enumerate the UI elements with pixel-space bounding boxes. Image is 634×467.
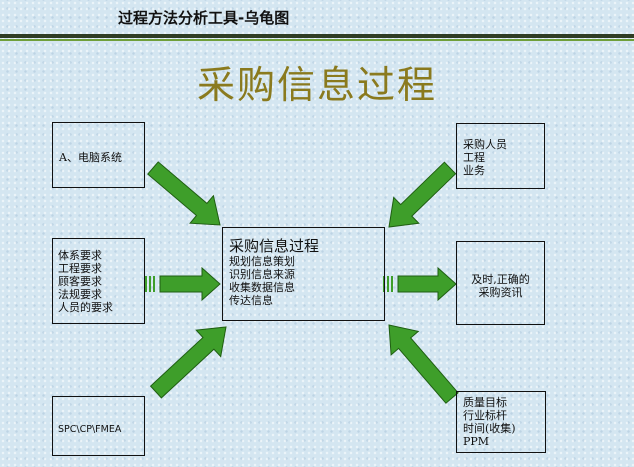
personnel-line: 采购人员 [463, 138, 507, 151]
personnel-line: 业务 [463, 164, 485, 177]
method-line: SPC\CP\FMEA [58, 424, 122, 435]
personnel-line: 工程 [463, 151, 485, 164]
process-step: 规划信息策划 [229, 255, 295, 268]
header-title: 过程方法分析工具-乌龟图 [118, 9, 290, 27]
requirement-line: 工程要求 [58, 262, 102, 275]
requirement-line: 体系要求 [58, 249, 102, 262]
output-line: 及时,正确的 [471, 273, 530, 286]
process-step: 传达信息 [229, 294, 273, 307]
requirement-line: 顾客要求 [58, 275, 102, 288]
measure-line: 时间(收集) [463, 422, 516, 435]
arrow-from-left-bottom [149, 326, 227, 399]
arrow-from-right-bottom [388, 324, 459, 404]
arrow-input-requirements [159, 266, 221, 302]
requirement-line: 法规要求 [58, 288, 102, 301]
arrow-from-left-top [147, 161, 221, 226]
header-divider-accent [0, 39, 634, 41]
arrow-from-right-top [388, 161, 457, 228]
measure-line: 质量目标 [463, 396, 507, 409]
requirement-line: 人员的要求 [58, 301, 113, 314]
input-box-equipment: A、电脑系统 [52, 122, 145, 188]
measure-box: 质量目标 行业标杆 时间(收集) PPM [456, 391, 546, 453]
header-divider [0, 34, 634, 38]
equipment-line: A、电脑系统 [59, 151, 122, 164]
main-title: 采购信息过程 [196, 63, 437, 107]
output-box: 及时,正确的 采购资讯 [456, 241, 545, 325]
personnel-box: 采购人员 工程 业务 [456, 123, 545, 189]
arrow-output [397, 266, 457, 302]
measure-line: 行业标杆 [463, 409, 507, 422]
process-title: 采购信息过程 [229, 237, 320, 255]
process-step: 收集数据信息 [229, 281, 295, 294]
method-box: SPC\CP\FMEA [52, 396, 145, 456]
output-line: 采购资讯 [478, 286, 523, 299]
input-box-requirements: 体系要求 工程要求 顾客要求 法规要求 人员的要求 [52, 238, 145, 324]
process-box: 采购信息过程 规划信息策划 识别信息来源 收集数据信息 传达信息 [222, 227, 385, 321]
measure-line: PPM [463, 435, 490, 448]
process-step: 识别信息来源 [229, 268, 295, 281]
